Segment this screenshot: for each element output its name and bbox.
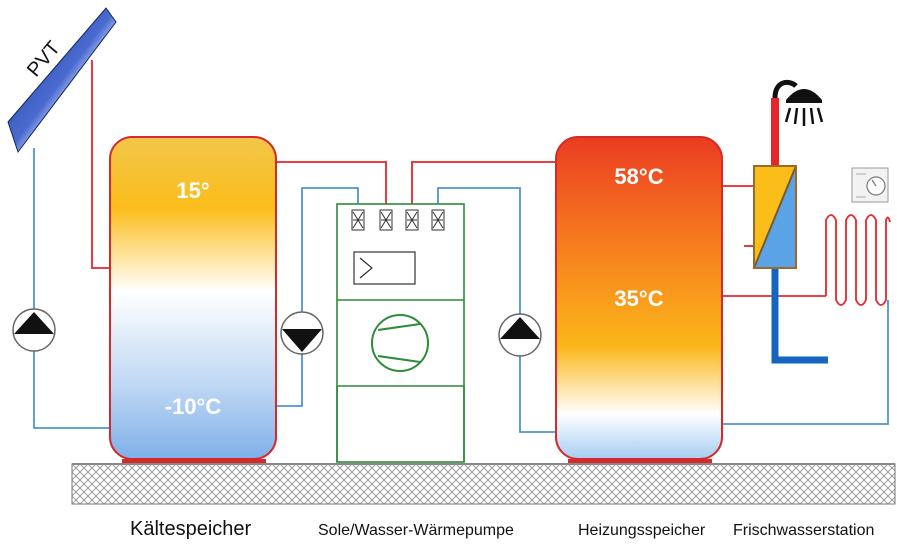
compressor-icon: [371, 314, 429, 372]
hot-tank-caption: Heizungsspeicher: [578, 522, 706, 539]
hot-tank-top-temp: 58°C: [614, 164, 663, 189]
cold-tank-caption: Kältespeicher: [130, 518, 252, 540]
cold-tank-base: [122, 459, 266, 463]
pump-icon: [498, 313, 542, 357]
heat-pump-caption: Sole/Wasser-Wärmepumpe: [318, 522, 514, 539]
cold-tank-top-temp: 15°: [176, 178, 209, 203]
cold-pipes: [33, 148, 889, 433]
hot-tank-base: [568, 459, 712, 463]
heat-pump-controller: [353, 251, 416, 285]
fresh-water-caption: Frischwasserstation: [733, 522, 875, 539]
hot-tank-mid-temp: 35°C: [614, 286, 663, 311]
pump-icon: [280, 311, 324, 355]
floor-heating-coil: [825, 214, 891, 306]
cold-tank-bottom-temp: -10°C: [165, 394, 222, 419]
pvt-collector: PVT: [7, 7, 117, 154]
thermostat-icon: [851, 167, 889, 203]
heat-pump-valves: [351, 209, 445, 231]
pump-icon: [12, 308, 56, 352]
ground: [71, 463, 896, 505]
heat-pump: [336, 203, 465, 463]
heat-exchanger: [753, 165, 797, 269]
fresh-water-pipes: [771, 98, 828, 364]
shower-icon: [772, 79, 824, 126]
